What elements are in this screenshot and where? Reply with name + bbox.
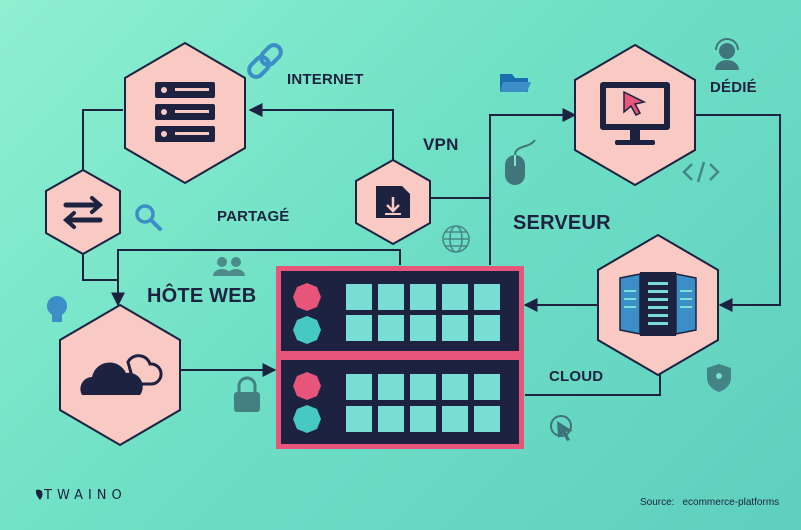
users-icon (213, 257, 245, 276)
download-file-icon (376, 186, 410, 218)
cloud-icon (80, 354, 163, 395)
shield-icon (707, 364, 731, 392)
led-pink-top (293, 283, 321, 311)
connector-sync-down (82, 245, 125, 307)
folder-icon (500, 74, 531, 92)
led-teal-top (293, 316, 321, 344)
globe-icon (442, 225, 470, 253)
lightbulb-icon (47, 296, 67, 322)
label-vpn: VPN (423, 135, 459, 154)
connector-partage-loop (117, 249, 401, 280)
connector-lines (82, 103, 781, 396)
pointer-click-icon (550, 415, 573, 441)
connector-cloud-down (525, 365, 661, 396)
lock-icon (234, 376, 260, 412)
label-partage: PARTAGÉ (217, 208, 290, 225)
label-internet: INTERNET (287, 71, 364, 88)
led-teal-bottom (293, 405, 321, 433)
datacenter-icon (619, 272, 697, 336)
server-block (276, 266, 524, 449)
mouse-icon (505, 139, 536, 185)
monitor-cursor-icon (600, 82, 670, 145)
label-dedie: DÉDIÉ (710, 79, 757, 96)
source-value: ecommerce-platforms (682, 497, 780, 508)
code-icon (682, 161, 720, 183)
connector-dedie-cloud (695, 114, 781, 312)
led-pink-bottom (293, 372, 321, 400)
label-cloud: CLOUD (549, 368, 604, 385)
headset-icon (715, 38, 739, 70)
source-credit: Source: ecommerce-platforms (640, 497, 779, 508)
server-cells (346, 284, 500, 432)
source-key: Source: (640, 497, 675, 508)
label-hote-web: HÔTE WEB (147, 285, 257, 307)
label-serveur: SERVEUR (513, 212, 611, 234)
hexagon-sync (45, 168, 121, 256)
link-icon (247, 43, 283, 79)
sync-icon (62, 196, 104, 229)
connector-partage (82, 109, 123, 170)
connector-internet (248, 103, 394, 165)
server-rack-icon (155, 82, 215, 142)
search-icon (135, 204, 162, 231)
brand-name: TWAINO (44, 488, 127, 503)
brand-logo-icon (35, 489, 43, 500)
connector-vpn-dedie (430, 108, 577, 199)
